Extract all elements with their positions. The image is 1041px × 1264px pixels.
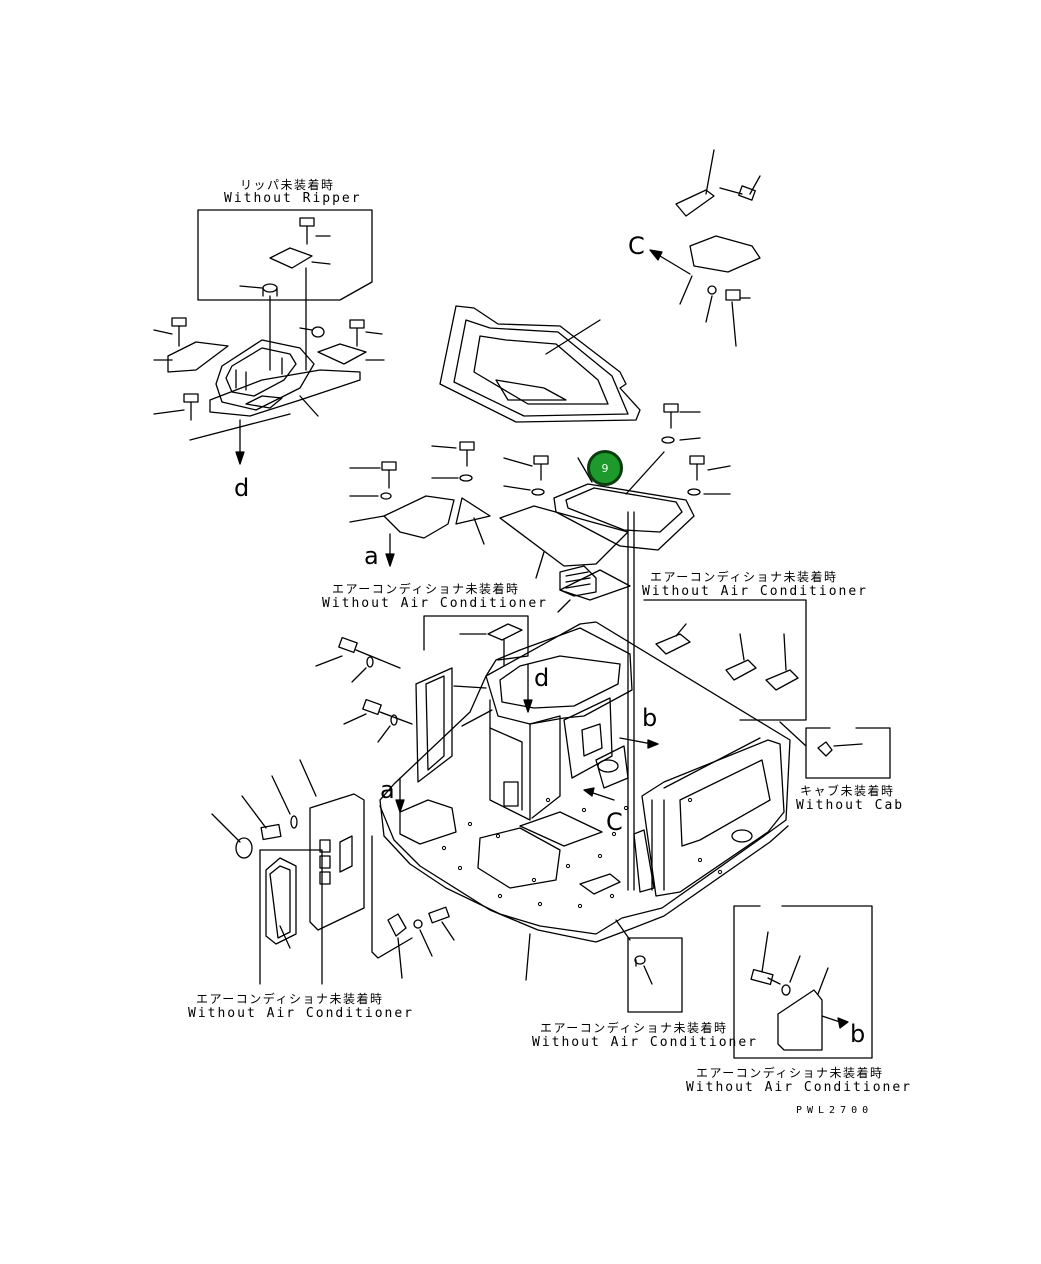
ac-label-jp-4: エアーコンディショナ未装着時 — [540, 1021, 728, 1035]
without-ripper-label-jp: リッパ未装着時 — [240, 178, 335, 192]
ac-label-jp-2: エアーコンディショナ未装着時 — [650, 570, 838, 584]
ripper-cover-group — [153, 209, 385, 465]
ac-right-group — [643, 599, 807, 721]
ac-lower-right-group — [733, 905, 873, 1059]
plug-box-group — [627, 937, 683, 1013]
callout-marker[interactable]: 9 — [587, 450, 623, 486]
ac-label-jp-5: エアーコンディショナ未装着時 — [696, 1066, 884, 1080]
without-cab-label: Without Cab — [796, 798, 905, 813]
reference-arrows — [395, 663, 659, 813]
side-panel-group — [315, 615, 529, 783]
drawing-code: PWL2700 — [796, 1105, 874, 1116]
ac-label-jp-3: エアーコンディショナ未装着時 — [196, 992, 384, 1006]
ac-label-5: Without Air Conditioner — [686, 1080, 913, 1095]
ac-label-3: Without Air Conditioner — [188, 1006, 415, 1021]
ref-b-label: b — [850, 1020, 866, 1048]
ref-d-frame-label: d — [534, 664, 550, 692]
cover-c-group — [649, 149, 761, 347]
ac-label-1: Without Air Conditioner — [322, 596, 549, 611]
floor-plate-group — [439, 305, 641, 423]
ref-c-frame-label: C — [606, 808, 623, 836]
ref-c-label: C — [628, 232, 645, 260]
ac-label-jp-1: エアーコンディショナ未装着時 — [332, 582, 520, 596]
without-ripper-label: Without Ripper — [224, 191, 362, 206]
lower-left-panel-group — [211, 759, 455, 985]
without-cab-group — [779, 721, 891, 779]
ref-d-label: d — [234, 474, 250, 502]
ac-label-2: Without Air Conditioner — [642, 584, 869, 599]
cab-frame — [379, 621, 791, 981]
callout-number: 9 — [601, 461, 609, 475]
ref-b-frame-label: b — [642, 704, 658, 732]
ac-cover-group — [349, 403, 731, 891]
without-cab-label-jp: キャブ未装着時 — [800, 784, 895, 798]
ac-label-4: Without Air Conditioner — [532, 1035, 759, 1050]
ref-a-frame-label: a — [380, 776, 395, 804]
ref-a-label: a — [364, 542, 379, 570]
